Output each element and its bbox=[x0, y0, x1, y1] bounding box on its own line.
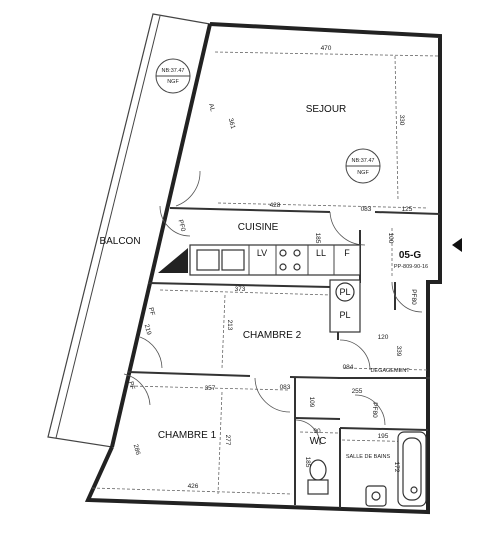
dim-wc-height: 185 bbox=[304, 457, 311, 468]
dim-chambre1-height: 277 bbox=[224, 435, 231, 446]
dim-sdb-height: 172 bbox=[393, 462, 400, 473]
fixture-ll: LL bbox=[316, 248, 326, 258]
fixture-pl-1: PL bbox=[339, 287, 350, 297]
level-marker-sejour: NB:37.47 NGF bbox=[345, 148, 381, 184]
dim-sejour-door-span: 428 bbox=[270, 202, 281, 209]
dim-chambre1-side: 109 bbox=[308, 397, 315, 408]
fixture-f: F bbox=[344, 248, 350, 258]
dim-sejour-side: 361 bbox=[227, 117, 237, 130]
dim-sejour-right: 125 bbox=[402, 206, 413, 213]
dim-degagement-height: 339 bbox=[395, 346, 402, 357]
room-wc: WC bbox=[310, 436, 327, 447]
dim-chambre1-width: 357 bbox=[205, 385, 216, 392]
dim-chambre1-bottom: 426 bbox=[188, 483, 199, 490]
dim-chambre2-window: PF bbox=[147, 307, 156, 317]
dim-sdb-width: 255 bbox=[352, 388, 363, 395]
kitchen-shaft bbox=[158, 248, 188, 273]
level-marker-top: NB:37.47 NGF bbox=[155, 58, 191, 94]
dim-sdb-door: PF80 bbox=[371, 402, 378, 418]
level-sejour-line1: NB:37.47 bbox=[352, 158, 375, 164]
room-sejour: SEJOUR bbox=[306, 104, 347, 115]
dim-chambre2-door: 083 bbox=[280, 384, 291, 391]
closets bbox=[329, 279, 361, 333]
dim-sejour-height: 330 bbox=[398, 115, 405, 126]
level-top-line1: NB:37.47 bbox=[162, 68, 185, 74]
unit-code: 05-G bbox=[399, 250, 421, 261]
unit-ref: PP-809-90-16 bbox=[394, 264, 428, 270]
room-cuisine: CUISINE bbox=[238, 222, 279, 233]
room-chambre-2: CHAMBRE 2 bbox=[243, 330, 302, 341]
outer-walls bbox=[84, 22, 442, 515]
dimension-lines bbox=[91, 51, 439, 495]
dim-degagement-right: PF80 bbox=[410, 289, 417, 305]
dim-chambre2-height: 213 bbox=[226, 320, 233, 331]
dim-chambre2-width: 373 bbox=[235, 286, 246, 293]
room-chambre-1: CHAMBRE 1 bbox=[158, 430, 217, 441]
dim-cuisine-height: 185 bbox=[314, 233, 321, 244]
dim-sejour-door-width: 083 bbox=[361, 206, 372, 213]
room-balcon: BALCON bbox=[99, 236, 140, 247]
dim-wc-width: 90 bbox=[313, 428, 321, 435]
room-degagement: DEGAGEMENT bbox=[370, 368, 410, 374]
dim-cuisine-window: PF0 bbox=[177, 219, 187, 233]
kitchen-counter bbox=[189, 244, 361, 276]
dimension-labels: 470 330 361 AL 428 083 125 185 100 PF0 3… bbox=[127, 45, 417, 490]
dim-cuisine-right: 100 bbox=[387, 233, 394, 244]
bathroom-fixtures bbox=[307, 431, 427, 507]
dim-chambre2-window-h: 219 bbox=[143, 323, 153, 336]
dim-degagement-width: 120 bbox=[378, 334, 389, 341]
dim-chambre2-door-w: 084 bbox=[343, 364, 354, 371]
orientation-arrow-icon bbox=[452, 238, 462, 252]
dim-chambre1-window-h: 286 bbox=[132, 443, 142, 456]
dim-sdb-bottom: 195 bbox=[378, 433, 389, 440]
fixture-pl-2: PL bbox=[339, 310, 350, 320]
level-sejour-line2: NGF bbox=[357, 170, 369, 176]
dim-chambre1-window: PF bbox=[127, 381, 136, 391]
dim-sejour-al: AL bbox=[207, 103, 216, 113]
fixture-lv: LV bbox=[257, 248, 267, 258]
level-top-line2: NGF bbox=[167, 79, 179, 85]
room-salle-de-bains: SALLE DE BAINS bbox=[346, 454, 391, 460]
dim-sejour-width: 470 bbox=[321, 45, 332, 52]
